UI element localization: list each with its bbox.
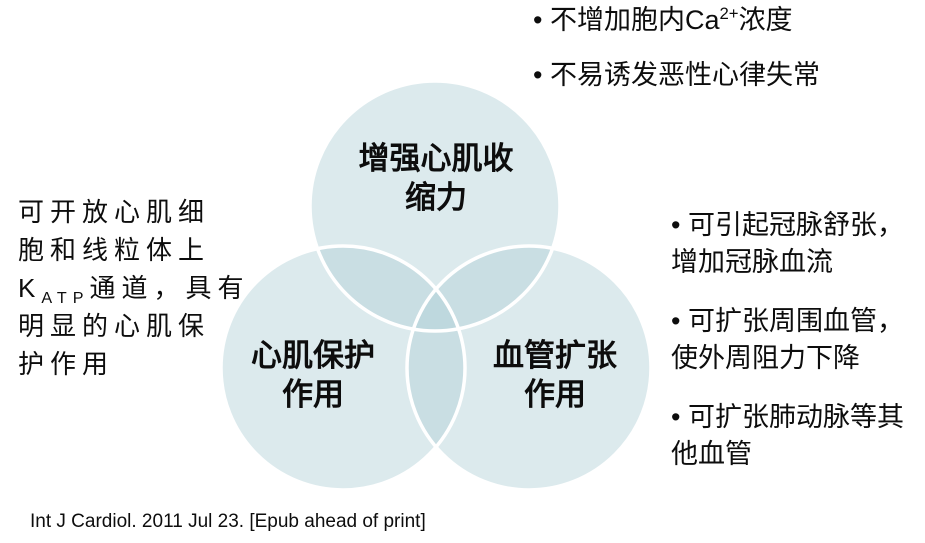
circle-left-fill xyxy=(221,246,465,490)
venn-circle-fills xyxy=(221,81,651,490)
circle-left-stroke xyxy=(219,244,467,492)
bullet-coronary-dilation: • 可引起冠脉舒张，增加冠脉血流 xyxy=(671,210,904,277)
top-right-bullet-list: • 不增加胞内Ca2+浓度 • 不易诱发恶性心律失常 xyxy=(533,3,820,113)
venn-circle-strokes xyxy=(219,79,653,492)
citation-text: Int J Cardiol. 2011 Jul 23. [Epub ahead … xyxy=(30,511,426,532)
circle-top-stroke xyxy=(308,79,562,333)
bullet-pulmonary-artery: • 可扩张肺动脉等其他血管 xyxy=(671,402,904,469)
bullet-arrhythmia: • 不易诱发恶性心律失常 xyxy=(533,60,820,90)
circle-right-stroke xyxy=(405,244,653,492)
circle-label-vasodilation: 血管扩张 作用 xyxy=(493,338,617,412)
bullet-calcium: • 不增加胞内Ca2+浓度 xyxy=(533,4,793,35)
circle-right-fill xyxy=(407,246,651,490)
right-bullet-list: • 可引起冠脉舒张，增加冠脉血流 • 可扩张周围血管，使外周阻力下降 • 可扩张… xyxy=(671,207,904,495)
circle-top-fill xyxy=(310,81,560,331)
circle-label-contractility: 增强心肌收 缩力 xyxy=(358,141,514,215)
bullet-peripheral-vessels: • 可扩张周围血管，使外周阻力下降 xyxy=(671,306,904,373)
circle-label-myocardial-protection: 心肌保护 作用 xyxy=(251,338,375,412)
